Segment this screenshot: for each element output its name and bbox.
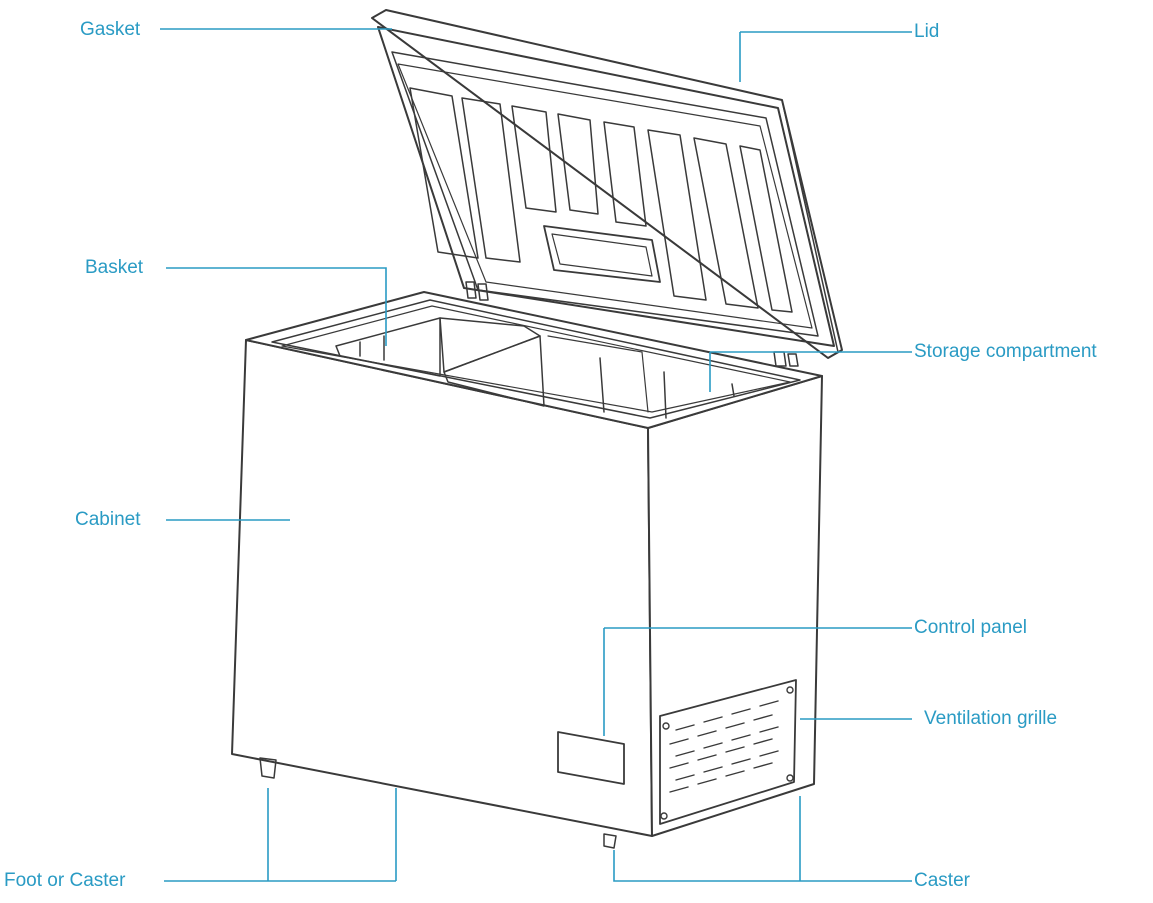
basket-leader xyxy=(166,267,387,346)
label-storage-compartment: Storage compartment xyxy=(914,341,1097,362)
label-cabinet: Cabinet xyxy=(75,509,141,530)
label-basket: Basket xyxy=(85,257,144,278)
foot-leader xyxy=(164,788,397,882)
lid-drawing xyxy=(371,9,843,367)
control-leader xyxy=(603,627,912,736)
storage-leader xyxy=(709,351,912,392)
label-foot-or-caster: Foot or Caster xyxy=(4,870,126,891)
label-gasket: Gasket xyxy=(80,19,141,40)
callout-lines xyxy=(160,28,912,882)
label-caster: Caster xyxy=(914,870,970,891)
cabinet-drawing xyxy=(231,291,823,849)
caster-leader xyxy=(613,796,912,882)
label-control-panel: Control panel xyxy=(914,617,1028,638)
lid-leader xyxy=(739,31,912,82)
label-ventilation-grille: Ventilation grille xyxy=(924,708,1058,729)
label-lid: Lid xyxy=(914,21,940,42)
